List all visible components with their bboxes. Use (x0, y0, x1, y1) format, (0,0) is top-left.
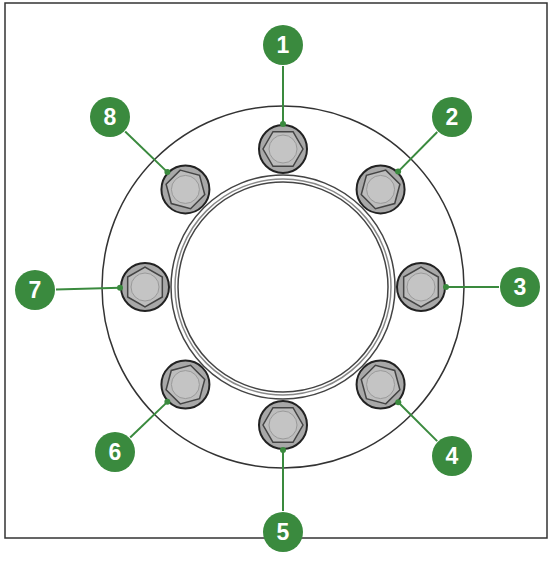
hex-head (404, 267, 439, 307)
bolt-face (269, 411, 297, 439)
hex-head (263, 132, 303, 167)
bolt-head (397, 263, 445, 311)
hex-head (361, 170, 400, 209)
bolt-face (171, 371, 199, 399)
washer (259, 125, 307, 173)
bolt-face (171, 175, 199, 203)
callout-number: 3 (500, 267, 540, 307)
bolt-head (259, 401, 307, 449)
bolt-head (161, 165, 209, 213)
leader-line (282, 66, 284, 124)
leader-dot (164, 169, 170, 175)
hex-head (128, 267, 163, 307)
callout-number: 6 (95, 432, 135, 472)
bore-ring (171, 175, 395, 399)
bolt-face (407, 273, 435, 301)
bolt-face (131, 273, 159, 301)
hex-head (361, 365, 400, 404)
bolt-head (121, 263, 169, 311)
leader-dot (395, 169, 401, 175)
callout-number: 7 (15, 270, 55, 310)
callout-number: 4 (432, 436, 472, 476)
leader-line (125, 132, 167, 173)
bolt-face (269, 135, 297, 163)
washer (259, 401, 307, 449)
flange-outer (102, 106, 464, 468)
callout-number: 8 (90, 97, 130, 137)
bolt-face (367, 371, 395, 399)
hex-head (263, 408, 303, 443)
bolt-head (259, 125, 307, 173)
washer (357, 361, 405, 409)
bore-ring (175, 179, 391, 395)
washer (357, 165, 405, 213)
hex-head (166, 365, 205, 404)
leader-line (398, 402, 437, 441)
washer (161, 165, 209, 213)
leader-dot (117, 285, 123, 291)
bolt-head (357, 361, 405, 409)
callout-number: 5 (263, 512, 303, 552)
bolt-face (367, 175, 395, 203)
frame (5, 3, 547, 538)
washer (161, 361, 209, 409)
bolt-head (161, 361, 209, 409)
bolt-head (357, 165, 405, 213)
callout-number: 1 (263, 25, 303, 65)
leader-line (56, 288, 120, 290)
leader-dot (280, 447, 286, 453)
bore (178, 182, 388, 392)
leader-line (398, 132, 437, 172)
leader-dot (443, 284, 449, 290)
hex-head (166, 170, 205, 209)
callout-number: 2 (432, 97, 472, 137)
washer (121, 263, 169, 311)
leader-line (130, 402, 167, 438)
leader-line (282, 450, 284, 511)
washer (397, 263, 445, 311)
leader-dot (395, 399, 401, 405)
leader-dot (164, 399, 170, 405)
leader-line (446, 286, 499, 288)
leader-dot (280, 121, 286, 127)
